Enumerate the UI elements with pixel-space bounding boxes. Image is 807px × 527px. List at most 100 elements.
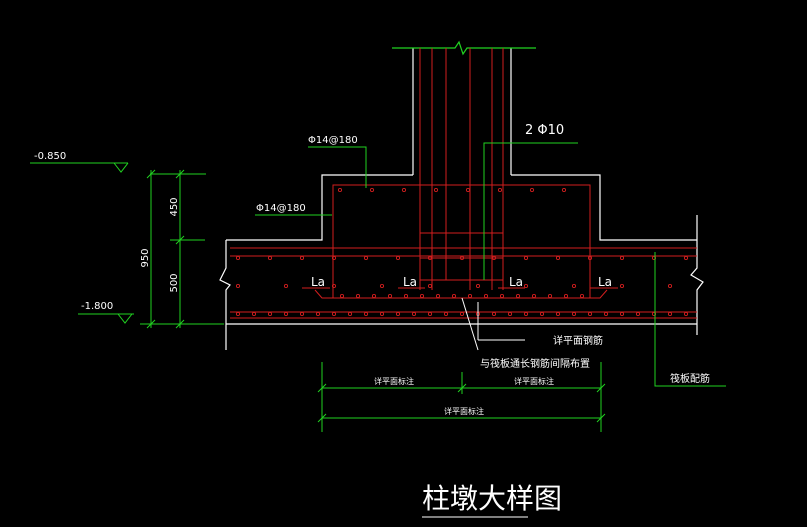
column-bars-label: 2 Φ10 (525, 123, 564, 138)
rebar-dot (267, 311, 273, 317)
rebar-dot (467, 293, 473, 299)
drawing-title: 柱墩大样图 (422, 482, 562, 515)
rebar-dot (555, 311, 561, 317)
rebar-dot (523, 283, 529, 289)
rebar-side-label: Φ14@180 (256, 203, 306, 214)
rebar-dot (465, 187, 471, 193)
rebar-dot (395, 255, 401, 261)
rebar-dot (451, 293, 457, 299)
rebar-dots (235, 187, 689, 317)
rebar-dot (603, 311, 609, 317)
rebar-dot (299, 255, 305, 261)
rebar-dot (363, 255, 369, 261)
concrete-outline (219, 48, 704, 350)
rebar-dot (579, 293, 585, 299)
rebar-dot (555, 255, 561, 261)
elevation-dimensions (30, 162, 224, 329)
rebar-dot (433, 187, 439, 193)
rebar-dot (635, 311, 641, 317)
rebar-dot (619, 311, 625, 317)
rebar-group (230, 48, 697, 319)
rebar-dot (363, 311, 369, 317)
elevation-top-label: -0.850 (34, 151, 66, 162)
rebar-dot (371, 293, 377, 299)
plan-dim-left-label: 详平面标注 (374, 376, 414, 386)
rebar-dot (523, 255, 529, 261)
dim-total-label: 950 (140, 248, 151, 267)
rebar-dot (483, 293, 489, 299)
rebar-dot (267, 255, 273, 261)
plan-rebar-leaders (461, 297, 525, 351)
rebar-dot (499, 293, 505, 299)
rebar-dot (587, 311, 593, 317)
rebar-dot (667, 311, 673, 317)
rebar-dot (339, 293, 345, 299)
rebar-dot (563, 293, 569, 299)
rebar-dot (331, 283, 337, 289)
rebar-dot (235, 283, 241, 289)
plan-dim-right-label: 详平面标注 (514, 376, 554, 386)
la-label-1: La (311, 275, 325, 289)
raft-reinforcement-label: 筏板配筋 (670, 372, 710, 385)
rebar-dot (491, 255, 497, 261)
rebar-dot (539, 311, 545, 317)
rebar-dot (427, 255, 433, 261)
rebar-dot (355, 293, 361, 299)
rebar-dot (571, 283, 577, 289)
la-label-2: La (403, 275, 417, 289)
rebar-dot (401, 187, 407, 193)
raft-continuous-label: 与筏板通长钢筋间隔布置 (480, 357, 590, 370)
plan-rebar-label: 详平面钢筋 (553, 334, 603, 347)
bottom-dimensions (317, 362, 606, 432)
rebar-dot (315, 311, 321, 317)
rebar-dot (331, 311, 337, 317)
rebar-dot (547, 293, 553, 299)
rebar-dot (619, 255, 625, 261)
rebar-dot (387, 293, 393, 299)
rebar-top-label: Φ14@180 (308, 135, 358, 146)
dim-upper-label: 450 (169, 197, 180, 216)
dim-lower-label: 500 (169, 273, 180, 292)
plan-dim-total-label: 详平面标注 (444, 406, 484, 416)
rebar-dot (443, 311, 449, 317)
rebar-dot (299, 311, 305, 317)
rebar-dot (379, 283, 385, 289)
rebar-dot (427, 311, 433, 317)
rebar-dot (571, 311, 577, 317)
rebar-dot (561, 187, 567, 193)
rebar-dot (283, 311, 289, 317)
rebar-dot (337, 187, 343, 193)
la-label-4: La (598, 275, 612, 289)
rebar-dot (235, 311, 241, 317)
rebar-dot (403, 293, 409, 299)
rebar-dot (419, 293, 425, 299)
rebar-dot (651, 255, 657, 261)
rebar-dot (683, 311, 689, 317)
rebar-dot (427, 283, 433, 289)
rebar-dot (459, 311, 465, 317)
rebar-dot (283, 283, 289, 289)
rebar-dot (531, 293, 537, 299)
rebar-dot (475, 283, 481, 289)
rebar-dot (507, 311, 513, 317)
rebar-dot (587, 255, 593, 261)
rebar-dot (369, 187, 375, 193)
leader-lines (255, 142, 726, 387)
rebar-dot (459, 255, 465, 261)
rebar-dot (491, 311, 497, 317)
rebar-dot (331, 255, 337, 261)
rebar-dot (683, 255, 689, 261)
rebar-dot (235, 255, 241, 261)
rebar-dot (395, 311, 401, 317)
column-break-line (392, 40, 536, 56)
rebar-dot (435, 293, 441, 299)
rebar-dot (497, 187, 503, 193)
rebar-dot (515, 293, 521, 299)
elevation-bottom-label: -1.800 (81, 301, 113, 312)
la-label-3: La (509, 275, 523, 289)
rebar-dot (523, 311, 529, 317)
rebar-dot (347, 311, 353, 317)
rebar-dot (411, 311, 417, 317)
rebar-dot (529, 187, 535, 193)
